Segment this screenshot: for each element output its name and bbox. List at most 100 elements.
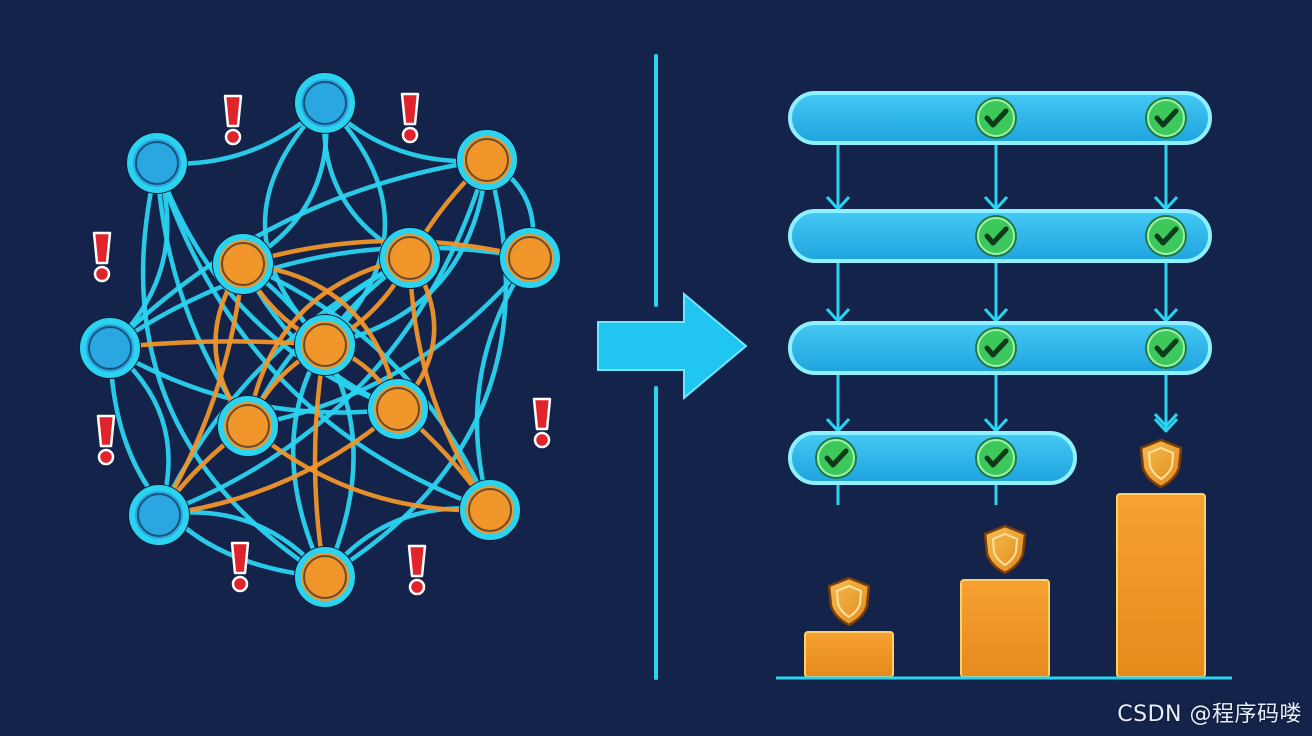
check-circle-icon <box>975 437 1017 479</box>
alert-dot <box>401 126 419 144</box>
check-circle-icon <box>975 327 1017 369</box>
network-node <box>499 227 561 289</box>
down-arrow-icon <box>1153 145 1179 211</box>
exclamation-alert-icon <box>92 231 112 283</box>
exclamation-alert-icon <box>223 94 243 146</box>
tangled-network <box>79 72 561 608</box>
network-edge-orange <box>156 406 401 518</box>
check-disc <box>817 439 855 477</box>
alert-bar <box>400 92 420 126</box>
process-bar <box>788 321 1212 375</box>
node-ring <box>135 141 179 185</box>
node-body <box>295 73 355 133</box>
process-bar <box>788 209 1212 263</box>
network-node <box>79 317 141 379</box>
network-edge-orange <box>240 261 401 412</box>
check-disc <box>1147 217 1185 255</box>
alert-bar <box>230 541 250 575</box>
network-edge-cyan <box>156 157 490 518</box>
node-ring <box>221 242 265 286</box>
alert-bar <box>96 414 116 448</box>
check-circle-icon <box>815 437 857 479</box>
node-ring <box>88 326 132 370</box>
alert-dot <box>224 128 242 146</box>
down-arrow-icon <box>825 375 851 433</box>
check-mark <box>984 448 1009 468</box>
check-disc <box>1147 329 1185 367</box>
network-node <box>294 72 356 134</box>
shield-inner <box>991 532 1019 567</box>
node-body <box>368 379 428 439</box>
network-edge-cyan <box>107 245 533 351</box>
network-node <box>217 395 279 457</box>
alert-dot <box>408 578 426 596</box>
down-arrow-icon <box>1153 412 1179 429</box>
node-body <box>127 133 187 193</box>
node-ring <box>465 138 509 182</box>
exclamation-alert-icon <box>230 541 250 593</box>
node-body <box>295 547 355 607</box>
network-node <box>367 378 429 440</box>
network-edge-cyan <box>290 255 413 580</box>
node-body <box>295 315 355 375</box>
check-circle-icon <box>1145 215 1187 257</box>
node-body <box>213 234 273 294</box>
watermark: CSDN @程序码喽 <box>1117 702 1302 727</box>
alert-bar <box>407 544 427 578</box>
network-edge-cyan <box>107 157 490 351</box>
node-ring <box>468 488 512 532</box>
down-arrow-icon <box>983 375 1009 433</box>
node-body <box>218 396 278 456</box>
check-mark <box>1154 338 1179 358</box>
exclamation-alert-icon <box>407 544 427 596</box>
process-bar <box>788 91 1212 145</box>
network-edge-cyan <box>245 255 533 429</box>
check-mark <box>984 338 1009 358</box>
shield-inner <box>1147 446 1175 481</box>
alert-bar <box>223 94 243 128</box>
down-arrow-icon <box>825 145 851 211</box>
check-mark <box>984 226 1009 246</box>
network-edge-cyan <box>322 157 509 580</box>
exclamation-alert-icon <box>532 397 552 449</box>
column-body <box>1116 493 1206 678</box>
check-disc <box>977 439 1015 477</box>
check-mark <box>1154 108 1179 128</box>
node-body <box>500 228 560 288</box>
growth-column <box>960 524 1050 678</box>
node-body <box>457 130 517 190</box>
network-edge-orange <box>245 255 413 429</box>
check-mark <box>984 108 1009 128</box>
node-ring <box>508 236 552 280</box>
check-mark <box>824 448 849 468</box>
structured-flow <box>788 91 1212 505</box>
alert-dot <box>231 575 249 593</box>
node-ring <box>388 236 432 280</box>
shield-icon <box>983 524 1027 575</box>
network-node <box>212 233 274 295</box>
down-arrow-icon <box>983 263 1009 323</box>
alert-bar <box>532 397 552 431</box>
shield-inner <box>835 584 863 619</box>
network-node <box>379 227 441 289</box>
right-arrow-icon <box>597 291 748 401</box>
alert-dot <box>533 431 551 449</box>
exclamation-alert-icon <box>400 92 420 144</box>
check-circle-icon <box>975 97 1017 139</box>
check-circle-icon <box>975 215 1017 257</box>
node-body <box>129 485 189 545</box>
network-edge-cyan <box>474 255 533 513</box>
network-node <box>128 484 190 546</box>
node-ring <box>137 493 181 537</box>
arrow-head <box>1153 417 1179 433</box>
network-edge-cyan <box>240 261 493 513</box>
network-edge-cyan <box>240 261 356 580</box>
check-mark <box>1154 226 1179 246</box>
check-disc <box>1147 99 1185 137</box>
down-arrow-icon <box>1153 263 1179 323</box>
check-disc <box>977 329 1015 367</box>
growth-column <box>804 576 894 678</box>
exclamation-alert-icon <box>96 414 116 466</box>
node-body <box>460 480 520 540</box>
